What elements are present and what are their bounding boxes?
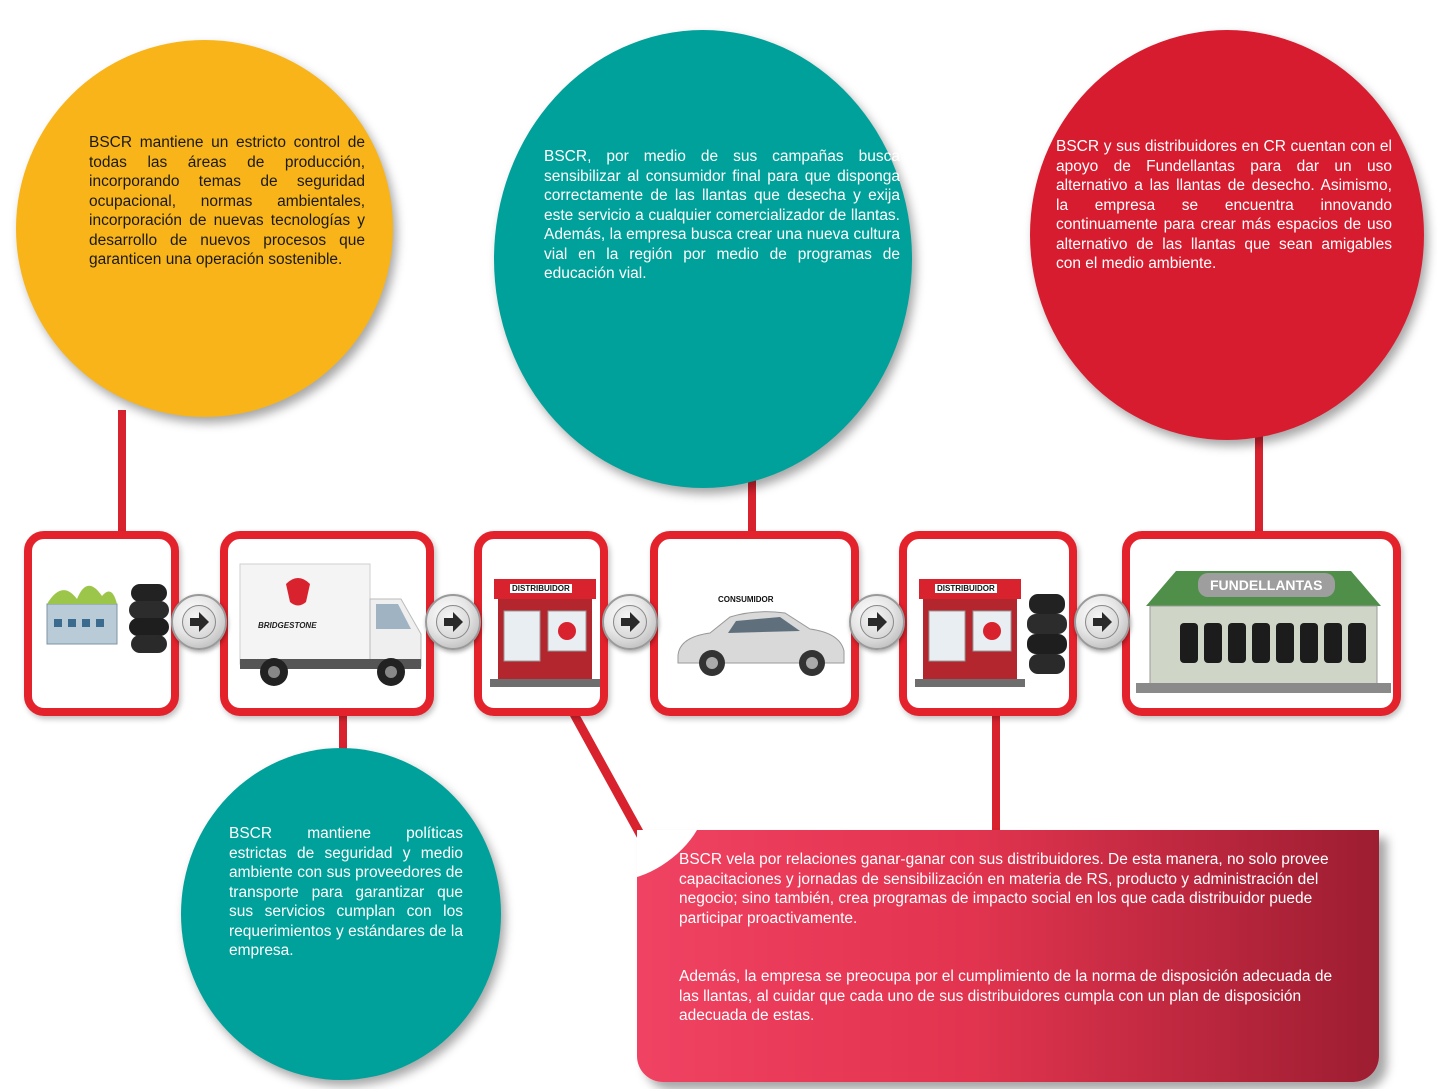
arrow-right-icon <box>444 612 463 632</box>
production-text: BSCR mantiene un estricto control de tod… <box>89 134 365 268</box>
flow-arrow-2 <box>425 594 481 650</box>
production-circle: BSCR mantiene un estricto control de tod… <box>16 40 393 417</box>
distributor-relations-text-2: Además, la empresa se preocupa por el cu… <box>679 968 1333 1024</box>
connector-consumer <box>748 470 756 535</box>
factory-box <box>24 531 179 716</box>
arrow-right-icon <box>1093 612 1112 632</box>
consumer-text: BSCR, por medio de sus campañas busca se… <box>544 148 900 282</box>
connector-production <box>118 410 126 535</box>
fundellantas-box: FUNDELLANTAS <box>1122 531 1401 716</box>
distributor-relations-box: BSCR vela por relaciones ganar-ganar con… <box>637 830 1379 1082</box>
arrow-right-icon <box>190 612 209 632</box>
truck-brand-label: BRIDGESTONE <box>258 621 317 630</box>
flow-arrow-3 <box>602 594 658 650</box>
tire-stack-icon <box>1027 594 1067 674</box>
connector-transport <box>339 712 347 752</box>
tire-stack-icon <box>129 584 169 653</box>
connector-distributor-1 <box>570 712 654 855</box>
consumer-circle: BSCR, por medio de sus campañas busca se… <box>494 30 912 488</box>
distributor-sign-2: DISTRIBUIDOR <box>935 584 997 593</box>
flow-arrow-4 <box>849 594 905 650</box>
fundellantas-sign: FUNDELLANTAS <box>1198 573 1335 597</box>
fundellantas-circle: BSCR y sus distribuidores en CR cuentan … <box>1030 30 1424 440</box>
distributor-box-2: DISTRIBUIDOR <box>899 531 1077 716</box>
arrow-right-icon <box>868 612 887 632</box>
factory-icon <box>46 585 118 645</box>
truck-box: BRIDGESTONE <box>220 531 434 716</box>
transport-circle: BSCR mantiene políticas estrictas de seg… <box>181 748 501 1080</box>
car-icon <box>677 611 845 676</box>
flow-arrow-5 <box>1074 594 1130 650</box>
connector-distributor-2 <box>992 712 1000 832</box>
consumer-box: CONSUMIDOR <box>650 531 859 716</box>
arrow-right-icon <box>621 612 640 632</box>
distributor-sign-1: DISTRIBUIDOR <box>510 584 572 593</box>
truck-icon <box>239 563 422 686</box>
flow-arrow-1 <box>171 594 227 650</box>
store-icon <box>915 579 1025 687</box>
connector-fundellantas <box>1255 430 1263 535</box>
transport-text: BSCR mantiene políticas estrictas de seg… <box>229 825 463 959</box>
distributor-relations-text-1: BSCR vela por relaciones ganar-ganar con… <box>679 851 1329 927</box>
distributor-box-1: DISTRIBUIDOR <box>474 531 608 716</box>
fundellantas-text: BSCR y sus distribuidores en CR cuentan … <box>1056 138 1392 272</box>
consumer-label: CONSUMIDOR <box>718 595 774 604</box>
